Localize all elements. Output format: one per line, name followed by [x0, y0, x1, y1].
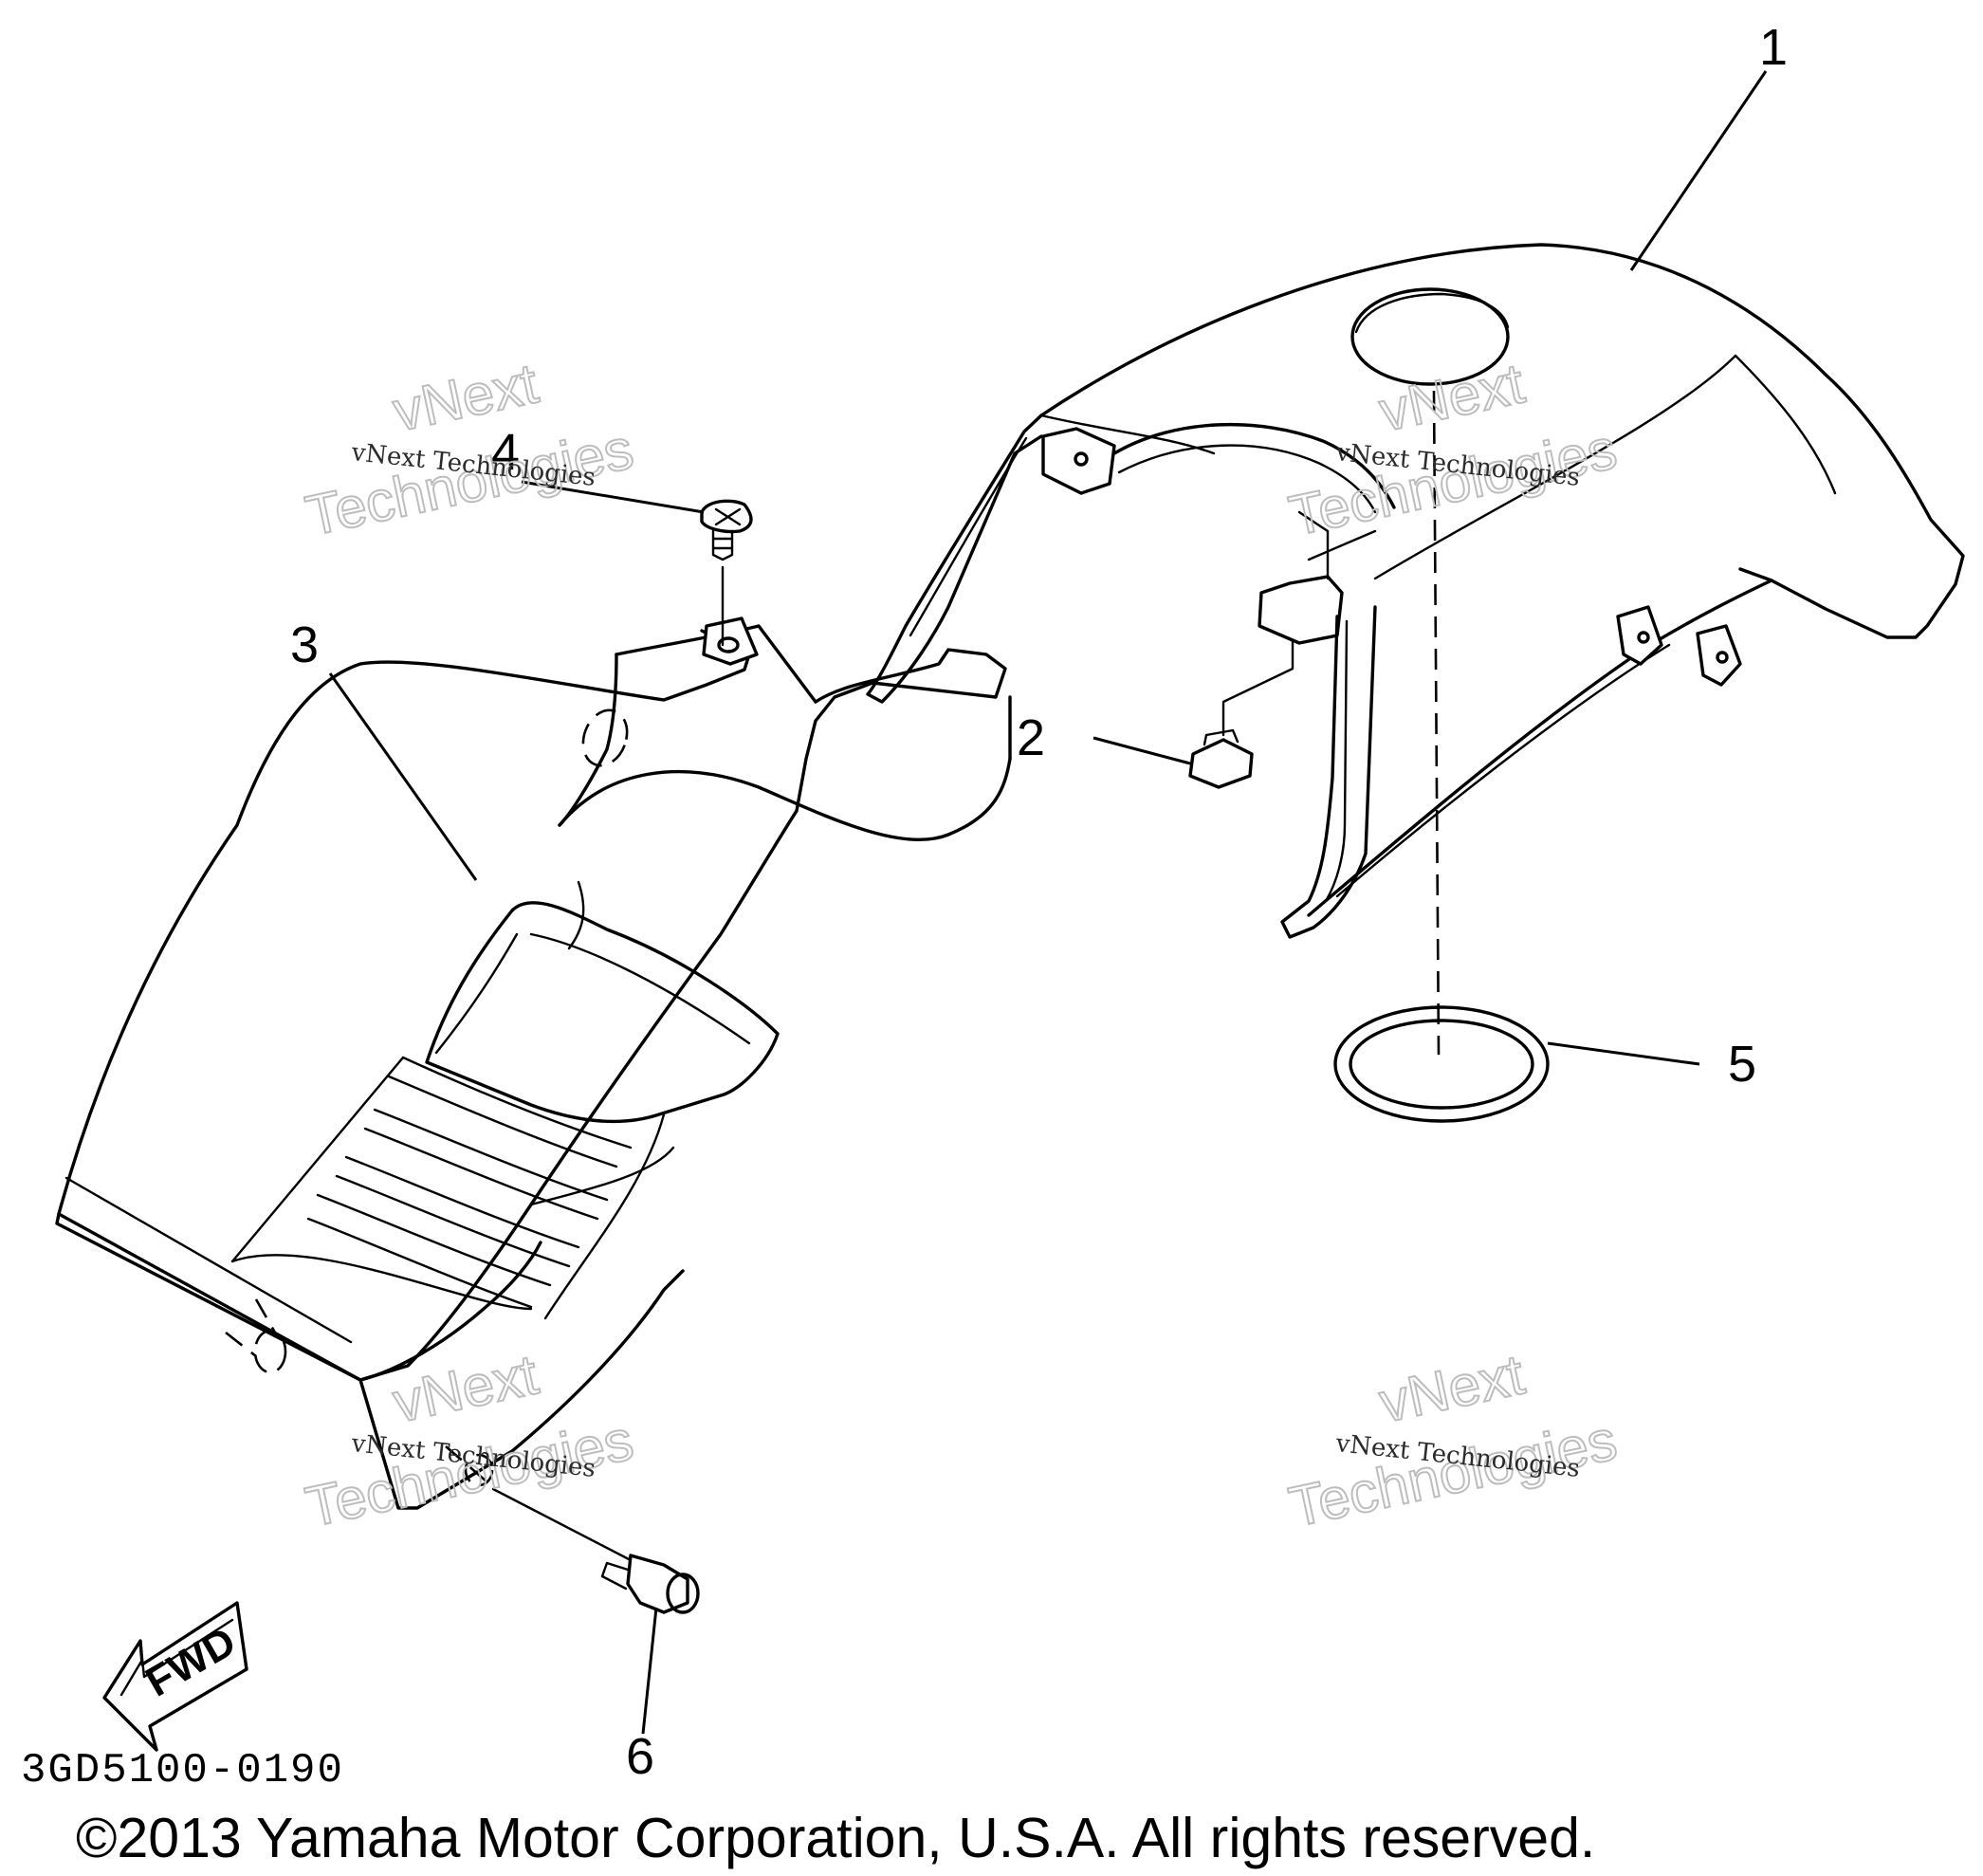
- callout-4: 4: [491, 424, 520, 481]
- part-1-tank-cover: [866, 243, 1965, 1056]
- part-3-seat-cowl: [55, 616, 1012, 1510]
- part-6-bolt: [491, 1487, 700, 1614]
- copyright-notice: ©2013 Yamaha Motor Corporation, U.S.A. A…: [76, 1807, 1595, 1869]
- callout-5: 5: [1728, 1036, 1756, 1093]
- watermark-big-1: vNext: [1374, 351, 1530, 443]
- watermark-top-right: vNext Technologies vNext Technologies: [1283, 350, 1624, 548]
- part-4-screw: [700, 499, 753, 647]
- watermark-bottom-right: vNext Technologies vNext Technologies: [1283, 1341, 1624, 1539]
- fwd-arrow: FWD: [102, 1601, 248, 1752]
- callout-6: 6: [626, 1728, 654, 1785]
- watermark-big-1: vNext: [1374, 1342, 1530, 1434]
- part-2-grommet: [1188, 638, 1294, 789]
- leader-lines: [328, 70, 1768, 1735]
- callout-3: 3: [290, 616, 319, 673]
- part-code: 3GD5100-0190: [21, 1747, 344, 1794]
- watermark-big-1: vNext: [388, 1342, 543, 1434]
- watermark-top-left: vNext Technologies vNext Technologies: [300, 350, 640, 548]
- watermark-big-1: vNext: [388, 351, 543, 443]
- part-5-ring: [1333, 1005, 1550, 1123]
- callout-1: 1: [1759, 19, 1788, 76]
- watermark-bottom-left: vNext Technologies vNext Technologies: [300, 1341, 640, 1539]
- callout-2: 2: [1017, 709, 1045, 766]
